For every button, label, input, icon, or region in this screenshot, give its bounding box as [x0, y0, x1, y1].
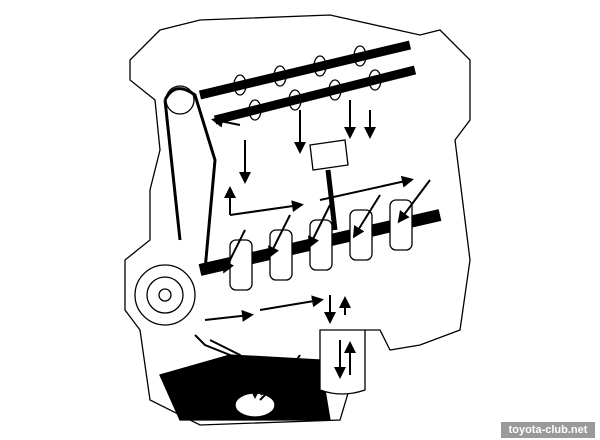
piston — [309, 139, 349, 171]
pulley-hub — [146, 276, 184, 314]
intake-camshaft — [198, 40, 412, 100]
cam-sprocket — [165, 85, 195, 115]
oil-pickup-pipe — [194, 334, 301, 401]
oil-strainer — [234, 392, 276, 418]
cam-lobes — [233, 45, 382, 121]
oil-filter — [319, 329, 366, 395]
connecting-rod — [325, 169, 338, 231]
watermark: toyota-club.net — [501, 422, 595, 438]
pulley-center — [158, 288, 172, 302]
timing-chain — [163, 87, 217, 271]
crank-pulley — [134, 264, 196, 326]
crank-webs — [229, 199, 413, 291]
oil-flow-arrows — [204, 100, 431, 411]
exhaust-camshaft — [213, 65, 417, 125]
